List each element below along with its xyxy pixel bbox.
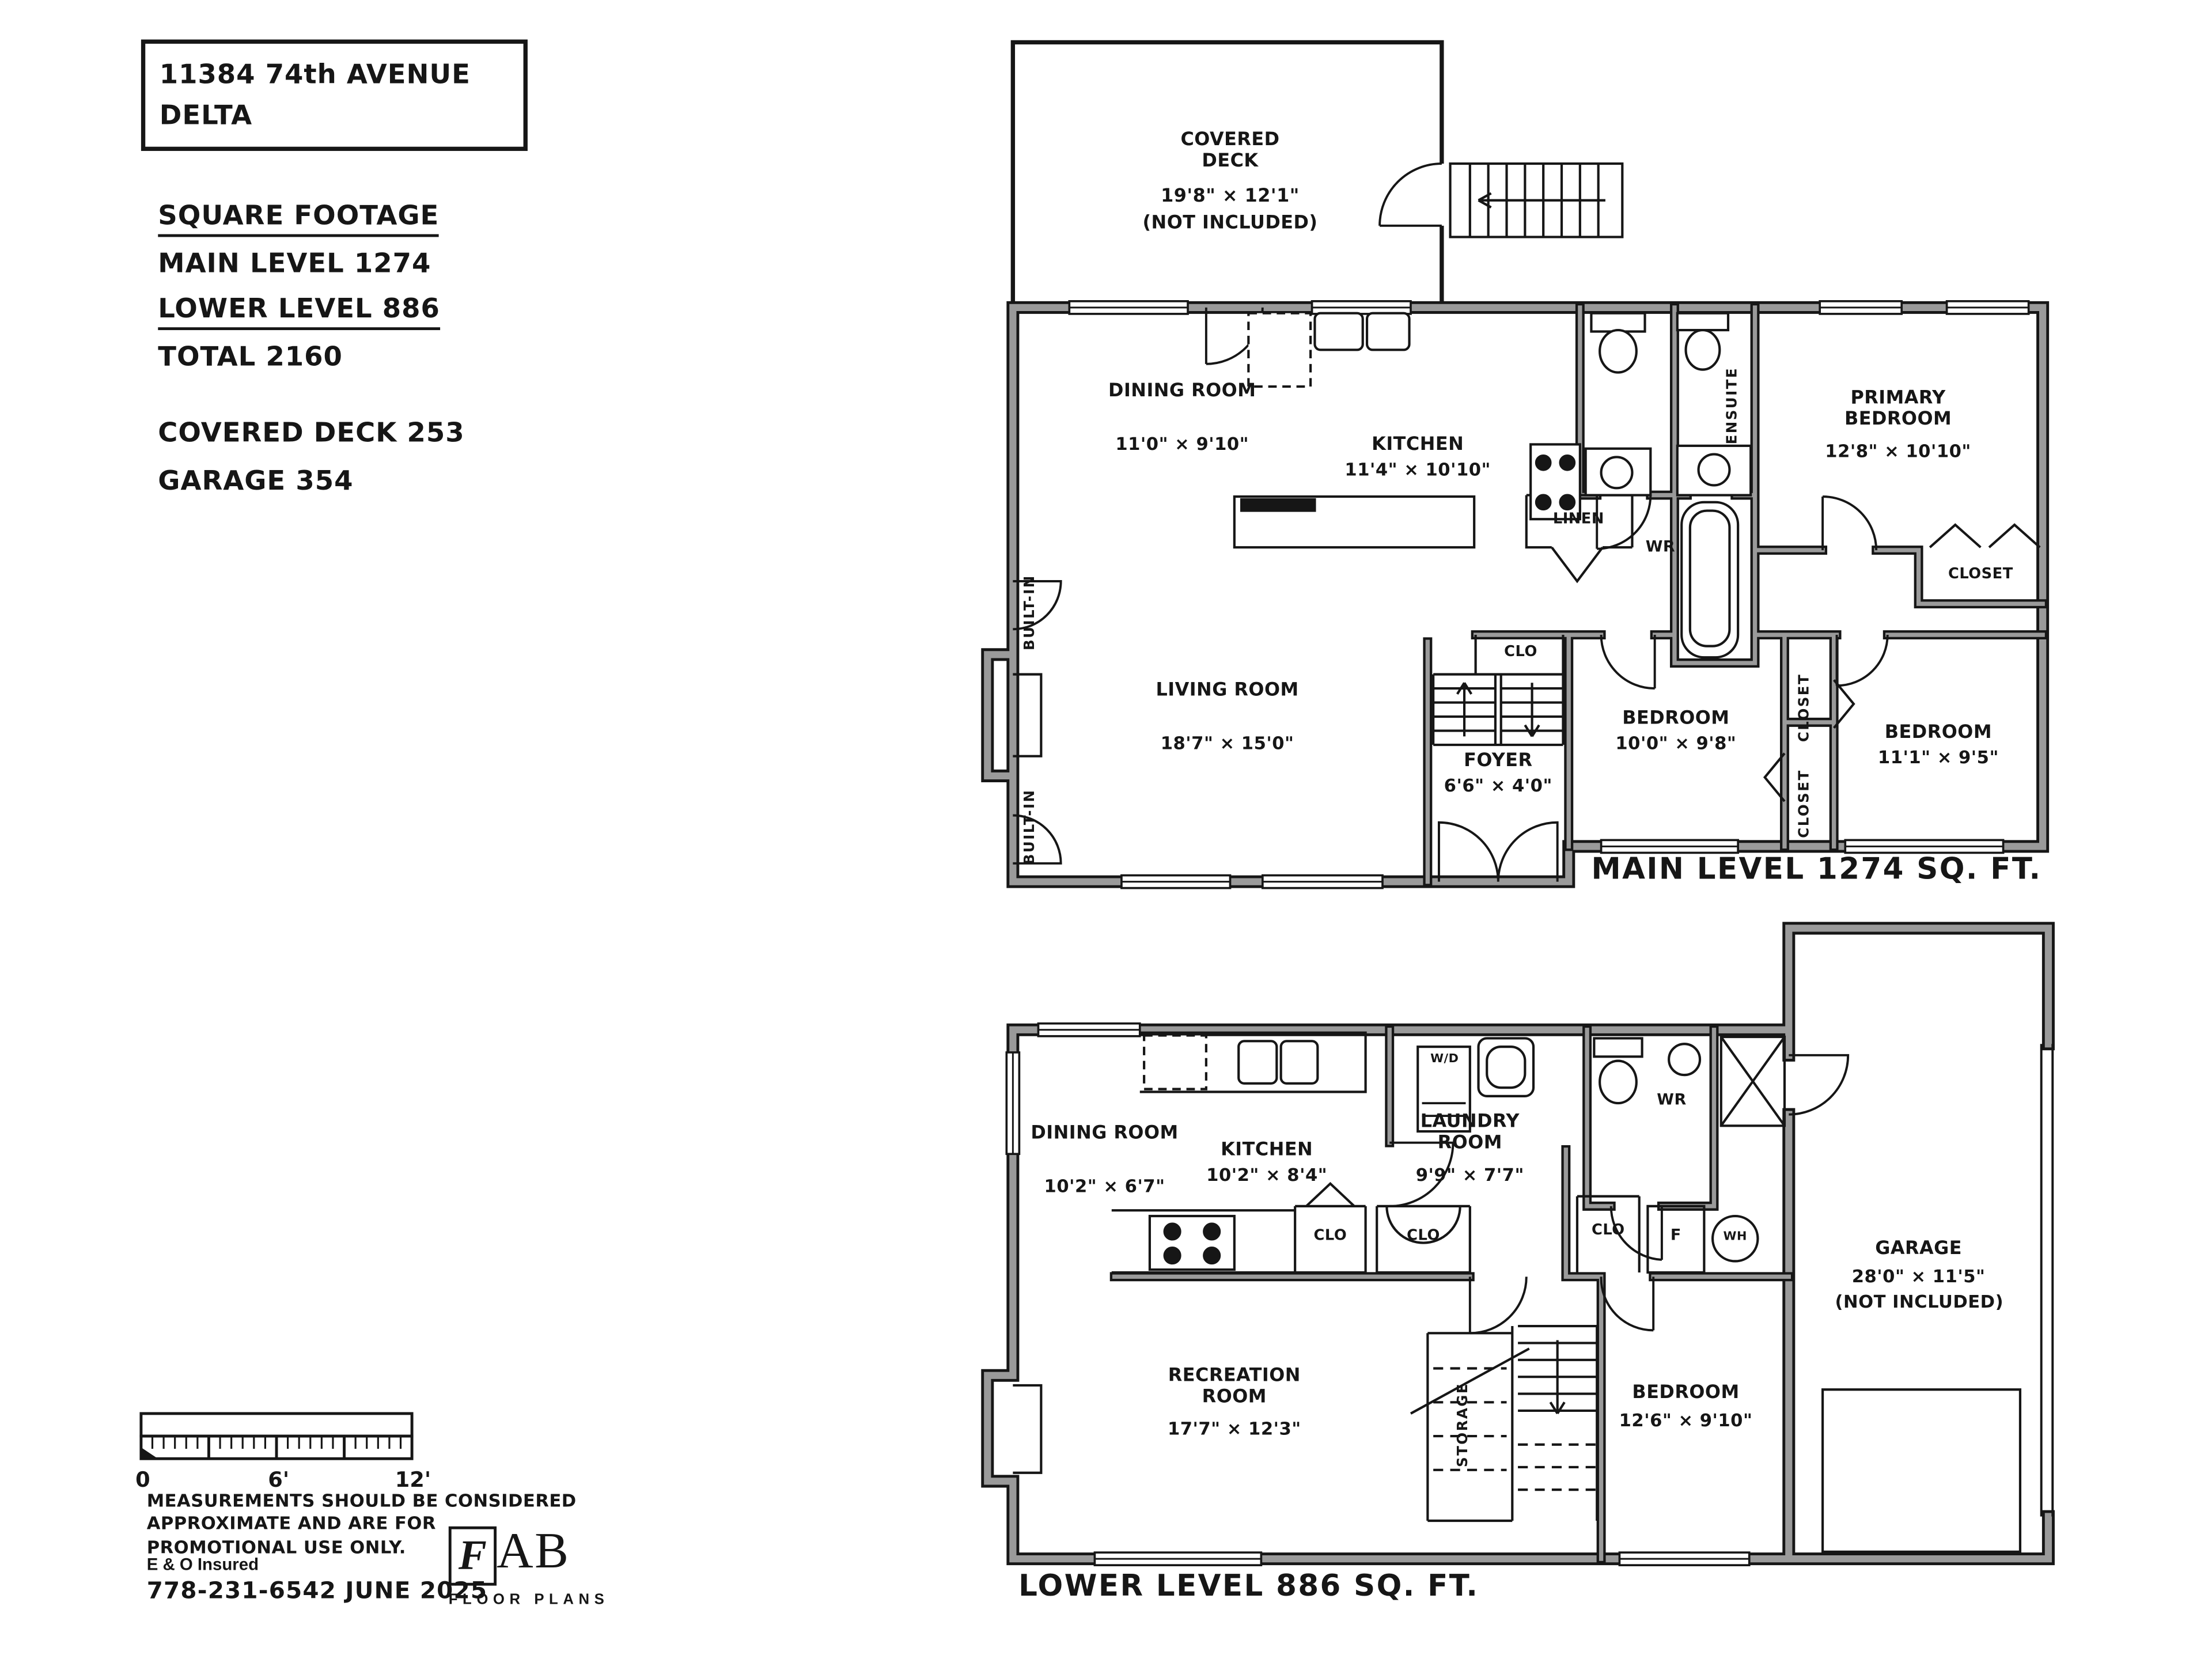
room-kitchen-lower: KITCHEN [1221, 1139, 1313, 1161]
stair-arrows [1456, 682, 1540, 737]
builtin-bottom: BUILT-IN [1022, 789, 1039, 865]
room-primary-closet: CLOSET [1948, 566, 2013, 583]
window-mullions [1069, 306, 2029, 883]
fab-logo-subtitle: FLOOR PLANS [448, 1591, 609, 1608]
lower-level-caption: LOWER LEVEL 886 SQ. FT. [1018, 1569, 1479, 1603]
room-foyer: FOYER [1464, 750, 1533, 772]
fab-logo-f: F [448, 1526, 497, 1586]
room-garage-note: (NOT INCLUDED) [1835, 1290, 2004, 1312]
water-heater-label: WH [1723, 1230, 1747, 1245]
washer-dryer-label: W/D [1430, 1052, 1459, 1067]
room-bedroom2: BEDROOM [1622, 708, 1730, 730]
room-wr-lower: WR [1657, 1090, 1687, 1109]
summary-covered-deck: COVERED DECK 253 [158, 417, 465, 449]
room-garage: GARAGE [1875, 1238, 1962, 1260]
room-covered-deck: COVERED DECK [1180, 130, 1280, 173]
scale-6: 6' [268, 1467, 290, 1493]
room-dining-main-dims: 11'0" × 9'10" [1115, 433, 1249, 454]
room-dining-lower-dims: 10'2" × 6'7" [1044, 1175, 1165, 1196]
room-clo3: CLO [1591, 1221, 1625, 1239]
washer-dryer-detail [1422, 1102, 1466, 1117]
summary-garage: GARAGE 354 [158, 465, 354, 497]
lower-level-plan: DINING ROOM 10'2" × 6'7" KITCHEN 10'2" ×… [959, 917, 2074, 1580]
room-closet-v2: CLOSET [1797, 770, 1813, 839]
room-bedroom3-dims: 11'1" × 9'5" [1877, 746, 1999, 768]
room-ensuite: ENSUITE [1725, 368, 1741, 445]
address-line1: 11384 74th AVENUE [159, 59, 471, 90]
room-kitchen-lower-dims: 10'2" × 8'4" [1206, 1164, 1328, 1185]
laundry-kitchen-fixtures [1143, 1034, 1535, 1271]
window-mullions [1012, 1029, 1749, 1560]
room-bedroom2-dims: 10'0" × 9'8" [1615, 732, 1737, 753]
summary-total: TOTAL 2160 [158, 341, 343, 373]
address-title-box: 11384 74th AVENUE DELTA [141, 39, 528, 151]
dashed-treads [1433, 1367, 1597, 1491]
eo-insured: E & O Insured [146, 1554, 259, 1575]
bathroom-fixtures [1584, 312, 1752, 659]
address-line2: DELTA [159, 100, 253, 132]
main-level-plan: COVERED DECK 19'8" × 12'1" (NOT INCLUDED… [959, 28, 2074, 903]
room-recreation: RECREATION ROOM [1168, 1365, 1301, 1408]
kitchen-fixtures [1240, 312, 1581, 521]
furnace-label: F [1670, 1226, 1681, 1245]
deck-walls [1010, 40, 1444, 308]
summary-lower-level: LOWER LEVEL 886 [158, 293, 440, 331]
room-primary-bedroom-dims: 12'8" × 10'10" [1825, 440, 1971, 461]
fab-logo-ab: AB [497, 1522, 570, 1579]
scale-bar [139, 1412, 414, 1460]
door-arcs [1013, 162, 1889, 882]
disclaimer: MEASUREMENTS SHOULD BE CONSIDERED APPROX… [147, 1490, 577, 1558]
main-level-caption: MAIN LEVEL 1274 SQ. FT. [1591, 852, 2042, 886]
room-kitchen-main: KITCHEN [1372, 434, 1464, 456]
summary-main-level: MAIN LEVEL 1274 [158, 248, 431, 279]
room-laundry: LAUNDRY ROOM [1420, 1111, 1520, 1155]
phone-and-date: 778-231-6542 JUNE 2025 [146, 1577, 488, 1604]
interior-walls [1425, 305, 2045, 884]
scale-12: 12' [395, 1467, 431, 1493]
room-covered-deck-note: (NOT INCLUDED) [1142, 213, 1318, 234]
room-clo2: CLO [1407, 1227, 1440, 1245]
room-laundry-dims: 9'9" × 7'7" [1415, 1164, 1524, 1185]
room-recreation-dims: 17'7" × 12'3" [1167, 1418, 1301, 1439]
lower-level-drawing [981, 922, 2055, 1566]
disclaimer-line1: MEASUREMENTS SHOULD BE CONSIDERED [146, 1490, 577, 1511]
room-linen: LINEN [1552, 510, 1604, 528]
disclaimer-line2: APPROXIMATE AND ARE FOR [146, 1512, 437, 1534]
outer-walls [984, 925, 2052, 1563]
scale-0: 0 [135, 1467, 150, 1493]
room-bedroom3: BEDROOM [1884, 722, 1992, 744]
room-covered-deck-dims: 19'8" × 12'1" [1161, 186, 1300, 208]
room-storage: STORAGE [1456, 1382, 1472, 1467]
builtin-top: BUILT-IN [1022, 574, 1039, 650]
room-bedroom-lower-dims: 12'6" × 9'10" [1619, 1409, 1753, 1431]
room-clo1: CLO [1313, 1227, 1347, 1245]
summary-title: SQUARE FOOTAGE [158, 200, 440, 237]
room-wr-main: WR [1645, 537, 1676, 556]
main-level-drawing [981, 40, 2050, 889]
bathroom-utility-fixtures [1593, 1037, 1759, 1263]
room-living: LIVING ROOM [1156, 680, 1299, 702]
deck-stairs [1449, 162, 1624, 238]
room-clo-main: CLO [1504, 643, 1537, 661]
garage-door [2040, 1044, 2054, 1517]
room-dining-main: DINING ROOM [1108, 381, 1256, 402]
windows [1005, 1022, 1751, 1566]
room-kitchen-main-dims: 11'4" × 10'10" [1344, 458, 1491, 480]
disclaimer-line3: PROMOTIONAL USE ONLY. [146, 1535, 406, 1557]
door-arcs [1389, 1054, 1850, 1335]
room-bedroom-lower: BEDROOM [1632, 1382, 1740, 1404]
room-primary-bedroom: PRIMARY BEDROOM [1844, 388, 1952, 431]
room-living-dims: 18'7" × 15'0" [1160, 732, 1294, 753]
room-foyer-dims: 6'6" × 4'0" [1444, 774, 1552, 796]
room-garage-dims: 28'0" × 11'5" [1851, 1265, 1986, 1287]
room-dining-lower: DINING ROOM [1031, 1123, 1179, 1145]
stair-arrow [1549, 1340, 1566, 1414]
